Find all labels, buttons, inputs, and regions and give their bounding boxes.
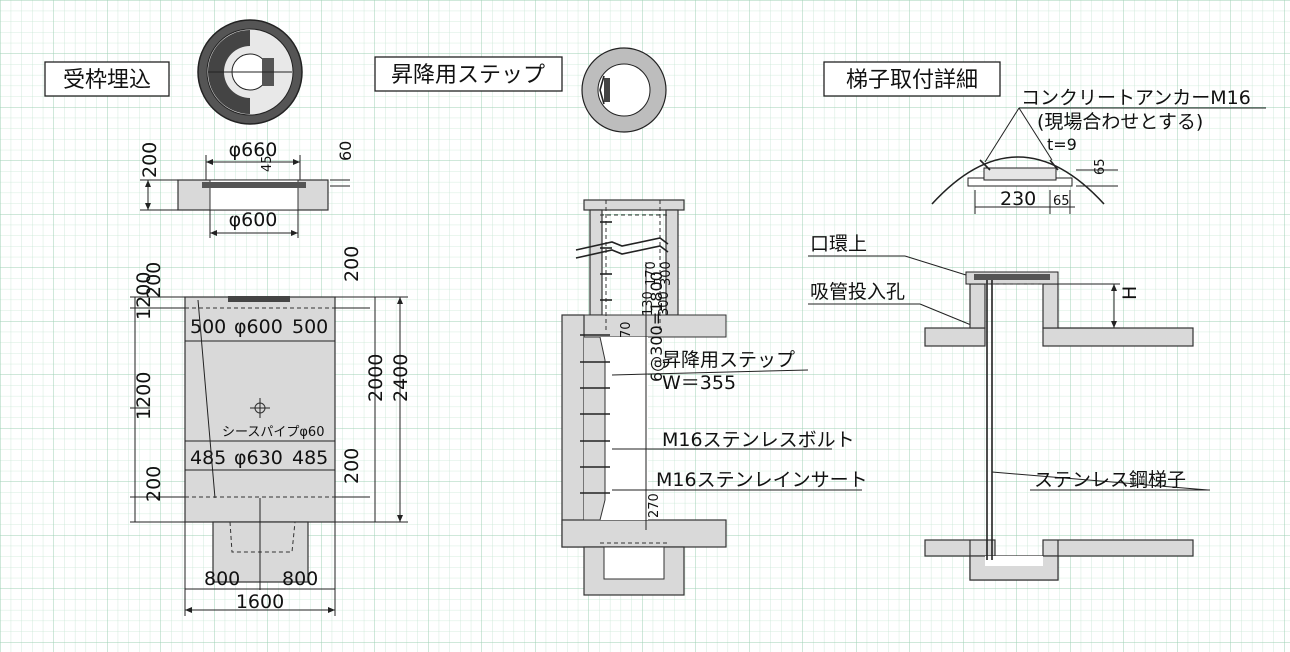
kuchiwa-label: 口環上 (810, 233, 867, 255)
dim-right-2000: 2000 (365, 354, 387, 402)
dim-phi600: φ600 (229, 209, 278, 231)
step-top-view (581, 47, 667, 133)
frame-section: φ660 45 60 200 φ600 (139, 139, 355, 238)
step-rungs (580, 221, 612, 494)
dim-pitch: 6@300=1800 (647, 271, 666, 382)
embed-section: 受枠埋込 φ660 45 60 200 φ600 (44, 19, 412, 616)
dim-65-v: 65 (1093, 158, 1108, 175)
embed-body: 500 φ600 500 シースパイプφ60 485 φ630 485 200 … (130, 246, 412, 616)
anchor-detail: コンクリートアンカーM16 (現場合わせとする) t=9 230 65 65 (931, 87, 1266, 214)
dim-mid-485-left: 485 (190, 447, 226, 469)
dim-left-1200-b: 1200 (133, 372, 155, 420)
ladder-title: 梯子取付詳細 (846, 68, 978, 93)
frame-top-view (197, 19, 303, 125)
dim-300-top: 300 (659, 261, 674, 286)
anchor-note: (現場合わせとする) (1037, 111, 1203, 133)
ladder-label: ステンレス鋼梯子 (1034, 469, 1186, 491)
embed-title: 受枠埋込 (63, 68, 151, 93)
dim-mid-485-right: 485 (292, 447, 328, 469)
sheath-pipe-label: シースパイプφ60 (222, 425, 324, 440)
dim-45: 45 (260, 155, 275, 172)
thickness-label: t=9 (1047, 135, 1077, 154)
dim-left-1200-a: 1200 (133, 272, 155, 320)
dim-70: 70 (619, 321, 634, 338)
dim-right-200-bottom: 200 (341, 448, 363, 484)
step-shaft: 170 300 130 70 300 6@300=1800 270 昇降用ステッ… (561, 199, 868, 596)
dim-bottom-800-right: 800 (282, 568, 318, 590)
dim-300-mid: 300 (657, 291, 672, 316)
dim-130: 130 (641, 291, 656, 316)
dim-230: 230 (1000, 188, 1036, 210)
dim-bottom-800-left: 800 (204, 568, 240, 590)
dim-top-phi600: φ600 (234, 316, 283, 338)
dim-left-200-bottom: 200 (143, 466, 165, 502)
dim-top-500-right: 500 (292, 316, 328, 338)
dim-170: 170 (644, 261, 659, 286)
dim-200-small: 200 (139, 142, 161, 178)
dim-60: 60 (336, 141, 355, 161)
step-section: 昇降用ステップ (374, 47, 868, 596)
step-title: 昇降用ステップ (391, 63, 545, 88)
ladder-install: 口環上 吸管投入孔 H ステンレス鋼 (808, 233, 1210, 581)
dim-top-500-left: 500 (190, 316, 226, 338)
dim-h: H (1119, 286, 1141, 300)
insert-label: M16ステンレインサート (656, 469, 868, 491)
dim-mid-phi630: φ630 (234, 447, 283, 469)
dim-bottom-1600: 1600 (236, 591, 284, 613)
step-width: W＝355 (662, 372, 736, 394)
hole-label: 吸管投入孔 (810, 281, 905, 303)
dim-phi660: φ660 (229, 139, 278, 161)
dim-left-200-top: 200 (143, 262, 165, 298)
anchor-label: コンクリートアンカーM16 (1021, 87, 1251, 109)
dim-right-2400: 2400 (390, 354, 412, 402)
ladder-section: 梯子取付詳細 コンクリートアンカーM16 (現場合わせとする) t=9 230 … (808, 61, 1266, 581)
step-label: 昇降用ステップ (662, 349, 795, 371)
dim-270: 270 (647, 493, 662, 518)
dim-right-200-top: 200 (341, 246, 363, 282)
dim-65-h: 65 (1053, 194, 1070, 209)
bolt-label: M16ステンレスボルト (662, 429, 855, 451)
